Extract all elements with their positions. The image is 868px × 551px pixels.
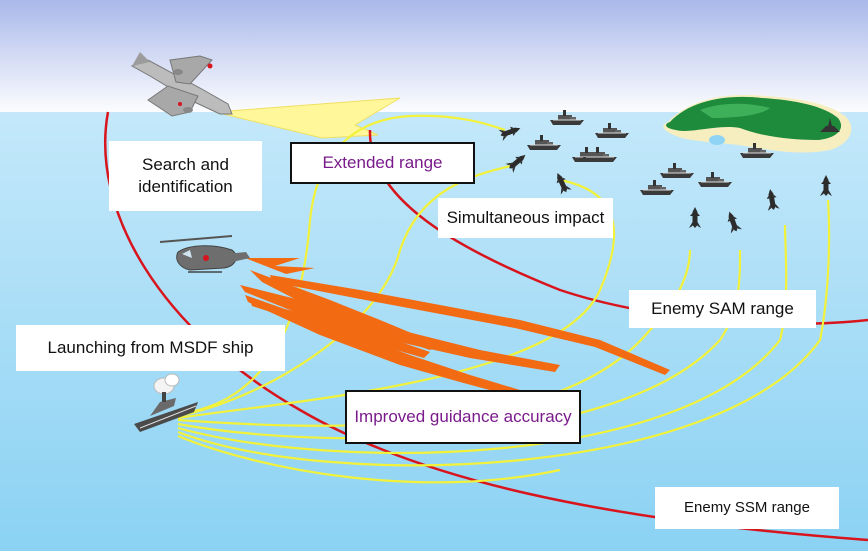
helicopter-radar-beams [240, 258, 670, 396]
island-icon [663, 94, 852, 153]
launching-label: Launching from MSDF ship [16, 325, 285, 371]
enemy-ssm-range-label: Enemy SSM range [655, 487, 839, 529]
simultaneous-impact-label: Simultaneous impact [438, 198, 613, 238]
improved-guidance-label: Improved guidance accuracy [345, 390, 581, 444]
extended-range-label: Extended range [290, 142, 475, 184]
search-identification-label: Search and identification [109, 141, 262, 211]
enemy-sam-range-label: Enemy SAM range [629, 290, 816, 328]
aircraft-radar-beam [214, 97, 401, 139]
destroyer-icon [134, 373, 198, 432]
aircraft-icon [130, 52, 233, 117]
helicopter-icon [159, 235, 250, 273]
